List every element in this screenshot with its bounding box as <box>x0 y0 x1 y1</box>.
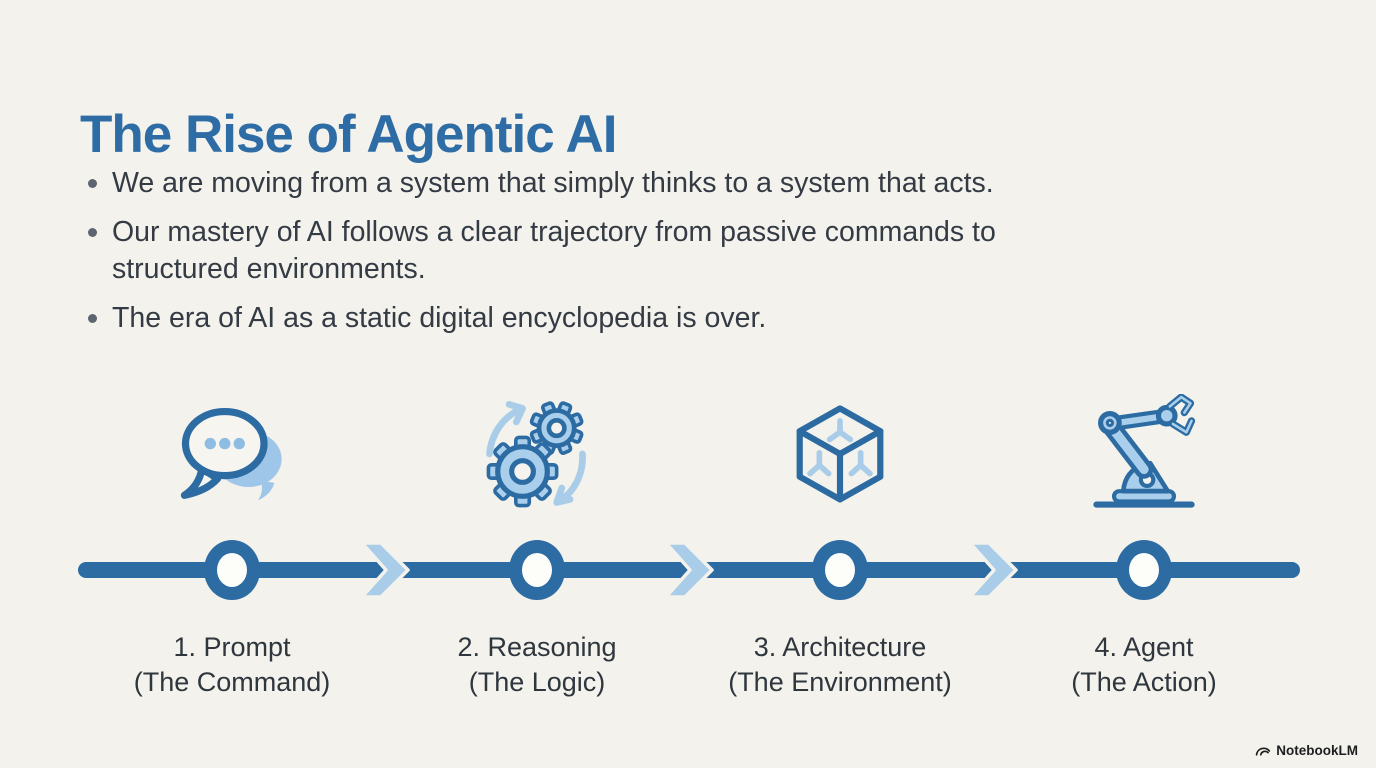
timeline-node-4 <box>1116 540 1172 600</box>
stage-label-1: 1. Prompt (The Command) <box>62 630 402 700</box>
stage-subtitle: (The Command) <box>133 667 331 697</box>
gears-cycle-icon <box>486 400 586 508</box>
chevron-right-icon <box>968 541 1018 599</box>
bullet-text: We are moving from a system that simply … <box>112 167 994 199</box>
stage-label-4: 4. Agent (The Action) <box>974 630 1314 700</box>
wireframe-cube-icon <box>796 405 884 503</box>
bullet-text: Our mastery of AI follows a clear trajec… <box>112 216 996 285</box>
bullet-item: Our mastery of AI follows a clear trajec… <box>88 214 1118 288</box>
bullet-item: The era of AI as a static digital encycl… <box>88 300 1118 337</box>
robot-arm-icon <box>1093 394 1196 508</box>
notebooklm-logo-icon <box>1255 747 1271 756</box>
stage-title: 3. Architecture <box>753 632 927 662</box>
stage-label-3: 3. Architecture (The Environment) <box>670 630 1010 700</box>
stage-title: 4. Agent <box>1094 632 1194 662</box>
chevron-right-icon <box>664 541 714 599</box>
bullet-text: The era of AI as a static digital encycl… <box>112 302 767 334</box>
stage-label-2: 2. Reasoning (The Logic) <box>367 630 707 700</box>
stage-subtitle: (The Logic) <box>468 667 606 697</box>
bullet-item: We are moving from a system that simply … <box>88 165 1118 202</box>
timeline-node-3 <box>812 540 868 600</box>
stage-subtitle: (The Environment) <box>728 667 952 697</box>
bullet-dot <box>88 314 97 323</box>
bullet-dot <box>88 228 97 237</box>
watermark-text: NotebookLM <box>1276 743 1358 758</box>
timeline-node-2 <box>509 540 565 600</box>
stage-title: 1. Prompt <box>173 632 291 662</box>
bullet-list: We are moving from a system that simply … <box>88 165 1118 349</box>
page-title: The Rise of Agentic AI <box>80 104 618 164</box>
stage-title: 2. Reasoning <box>457 632 617 662</box>
watermark: NotebookLM <box>1254 743 1358 758</box>
chevron-right-icon <box>360 541 410 599</box>
bullet-dot <box>88 179 97 188</box>
timeline-node-1 <box>204 540 260 600</box>
chat-bubble-icon <box>180 407 282 501</box>
stage-subtitle: (The Action) <box>1071 667 1217 697</box>
